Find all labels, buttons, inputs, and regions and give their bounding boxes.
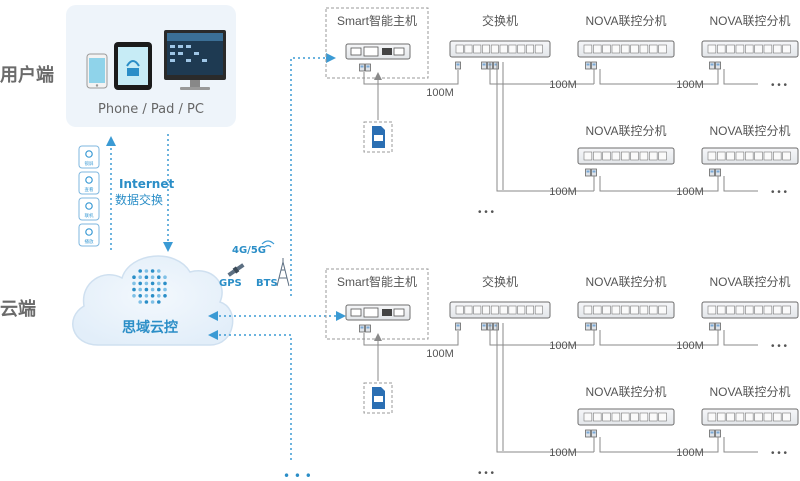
switch-label: 交换机 [482, 13, 518, 28]
speed-label: 100M [676, 186, 704, 198]
gps-label: GPS [219, 278, 242, 289]
chain-out [723, 69, 758, 85]
lock-tile-icon: 锁屏 [78, 145, 100, 169]
speed-label: 100M [549, 79, 577, 91]
host-to-switch [363, 70, 459, 85]
controller-label: NOVA联控分机 [709, 385, 790, 399]
chain-ellipsis: • • • [771, 448, 788, 459]
speed-label: 100M [676, 79, 704, 91]
controller-label: NOVA联控分机 [709, 14, 790, 28]
people-tile-icon: 联机 [78, 197, 100, 221]
tower-icon [276, 258, 290, 287]
switch-icon [449, 301, 551, 319]
host-to-switch [363, 331, 459, 346]
smart-host-icon [345, 43, 411, 60]
search-tile-icon: 查看 [78, 171, 100, 195]
controller-label: NOVA联控分机 [585, 275, 666, 289]
host-label: Smart智能主机 [337, 274, 417, 289]
controller-icon [577, 147, 675, 165]
net-4g5g-label: 4G/5G [232, 245, 266, 256]
controller-label: NOVA联控分机 [585, 385, 666, 399]
sd-card-icon [372, 387, 385, 409]
data-exchange-label: 数据交换 [115, 192, 163, 207]
speed-label: 100M [426, 87, 454, 99]
chain-ellipsis: • • • [771, 341, 788, 352]
more-clouds-ellipsis: • • • [283, 469, 312, 481]
sd-card-icon [372, 126, 385, 148]
cloud-logo-icon [132, 269, 167, 304]
switch-label: 交换机 [482, 274, 518, 289]
speed-label: 100M [676, 447, 704, 459]
controller-chain [599, 176, 719, 192]
switch-ellipsis: • • • [478, 468, 495, 479]
controller-icon [701, 301, 799, 319]
speed-label: 100M [549, 186, 577, 198]
controller-chain [599, 330, 719, 346]
switch-to-controller [489, 323, 594, 346]
chain-out [723, 330, 758, 346]
speed-label: 100M [549, 447, 577, 459]
cloud-to-more [214, 334, 292, 460]
speed-label: 100M [426, 348, 454, 360]
switch-to-controller [489, 62, 594, 85]
switch-ellipsis: • • • [478, 207, 495, 218]
chain-out [723, 437, 758, 453]
phone-tile-icon: 播放 [78, 223, 100, 247]
cloud-to-host1 [290, 57, 330, 296]
controller-icon [701, 408, 799, 426]
controller-icon [701, 147, 799, 165]
controller-chain [599, 437, 719, 453]
bts-label: BTS [256, 278, 278, 289]
speed-label: 100M [549, 340, 577, 352]
phone-icon [86, 53, 108, 89]
internet-label: Internet [119, 177, 174, 191]
controller-icon [577, 40, 675, 58]
switch-to-controller [496, 323, 594, 453]
cloud-side-label: 云端 [0, 299, 36, 320]
cloud-name: 思域云控 [122, 319, 178, 336]
network-group-1: Smart智能主机 100M 交换机 NOVA联控分机 NOVA联控分机 100M 100M… [325, 7, 799, 218]
controller-icon [577, 408, 675, 426]
user-side-label: 用户端 [0, 64, 54, 86]
chain-ellipsis: • • • [771, 187, 788, 198]
devices-label: Phone / Pad / PC [98, 102, 204, 117]
controller-label: NOVA联控分机 [585, 124, 666, 138]
chain-out [723, 176, 758, 192]
smart-host-icon [345, 304, 411, 321]
pad-icon [114, 42, 152, 90]
satellite-icon [227, 263, 245, 277]
side-icon-label: 查看 [85, 186, 94, 193]
controller-label: NOVA联控分机 [585, 14, 666, 28]
controller-icon [701, 40, 799, 58]
wifi-icon [261, 240, 275, 248]
side-icon-label: 锁屏 [85, 160, 94, 167]
controller-label: NOVA联控分机 [709, 275, 790, 289]
controller-chain [599, 69, 719, 85]
side-icon-label: 联机 [85, 212, 94, 219]
switch-to-controller [496, 62, 594, 192]
speed-label: 100M [676, 340, 704, 352]
host-label: Smart智能主机 [337, 13, 417, 28]
chain-ellipsis: • • • [771, 80, 788, 91]
switch-icon [449, 40, 551, 58]
controller-icon [577, 301, 675, 319]
monitor-icon [164, 30, 226, 90]
network-group-2: Smart智能主机 100M 交换机 NOVA联控分机 NOVA联控分机 100M 100M… [325, 268, 799, 479]
controller-label: NOVA联控分机 [709, 124, 790, 138]
side-icon-label: 播放 [85, 238, 94, 245]
